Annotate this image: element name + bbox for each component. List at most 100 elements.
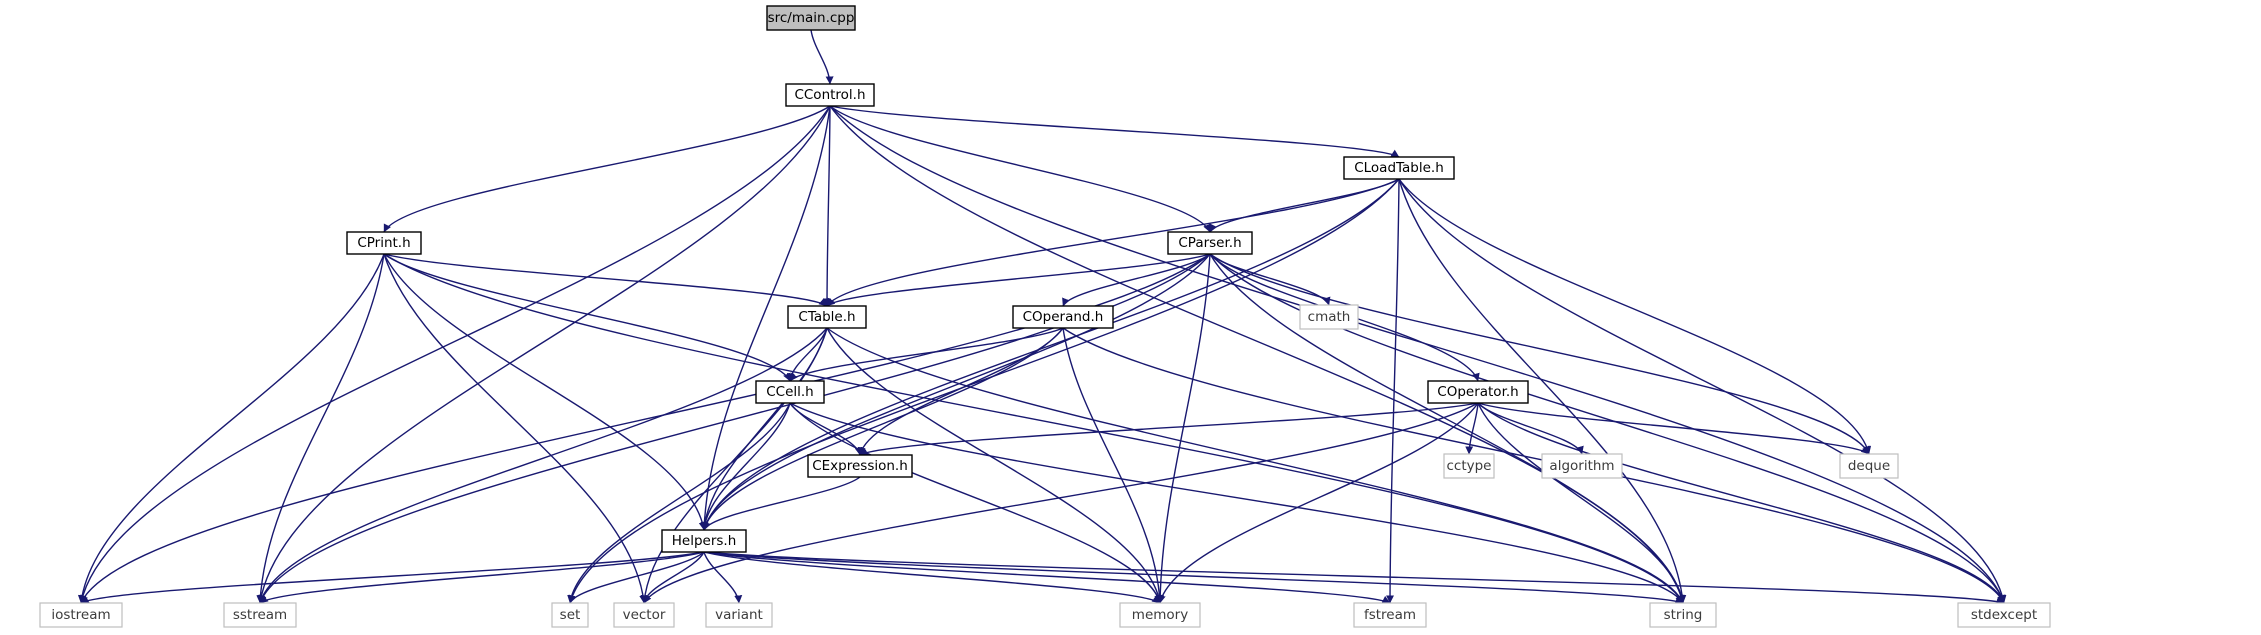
node-cmath: cmath — [1299, 304, 1359, 330]
node-coperand[interactable]: COperand.h — [1012, 305, 1114, 329]
node-main[interactable]: src/main.cpp — [766, 5, 856, 31]
edge-coperand-to-helpers — [702, 327, 1064, 531]
node-cexpression-label: CExpression.h — [812, 458, 908, 474]
node-stdexcept: stdexcept — [1957, 602, 2051, 628]
node-fstream-box — [1353, 602, 1427, 628]
node-cparser[interactable]: CParser.h — [1167, 231, 1253, 255]
node-set-label: set — [560, 607, 581, 623]
node-iostream: iostream — [39, 602, 123, 628]
node-sstream: sstream — [223, 602, 297, 628]
node-vector-box — [613, 602, 675, 628]
edge-cparser-to-helpers — [702, 253, 1211, 531]
node-coperator[interactable]: COperator.h — [1427, 380, 1529, 404]
edge-helpers-to-variant — [703, 551, 743, 604]
edge-ctable-to-sstream — [258, 327, 828, 604]
edge-main-to-ccontrol — [810, 29, 834, 85]
node-cexpression[interactable]: CExpression.h — [807, 454, 913, 478]
node-cparser-label: CParser.h — [1178, 235, 1241, 251]
node-vector: vector — [613, 602, 675, 628]
node-ccell[interactable]: CCell.h — [755, 380, 825, 404]
node-memory: memory — [1119, 602, 1201, 628]
node-string-box — [1649, 602, 1717, 628]
node-coperand-label: COperand.h — [1023, 309, 1104, 325]
node-ccell-label: CCell.h — [766, 384, 814, 400]
node-coperator-box — [1427, 380, 1529, 404]
edge-helpers-to-string — [703, 551, 1684, 605]
edge-ccontrol-to-cloadtable — [829, 105, 1400, 158]
node-cctype-label: cctype — [1446, 458, 1491, 474]
edge-cloadtable-to-helpers — [702, 178, 1400, 531]
node-cctype-box — [1443, 453, 1495, 479]
edge-cparser-to-deque — [1209, 253, 1870, 455]
node-iostream-label: iostream — [51, 607, 110, 623]
edge-helpers-to-memory — [703, 551, 1161, 604]
node-algorithm-box — [1541, 453, 1623, 479]
edge-coperator-to-cexpression — [859, 402, 1479, 456]
node-ccontrol[interactable]: CControl.h — [785, 83, 875, 107]
edges-layer — [77, 29, 2007, 605]
node-cloadtable[interactable]: CLoadTable.h — [1343, 156, 1455, 180]
node-vector-label: vector — [623, 607, 666, 623]
node-helpers-box — [661, 529, 747, 553]
node-coperator-label: COperator.h — [1437, 384, 1518, 400]
edge-cparser-to-coperand — [1062, 253, 1211, 307]
node-coperand-box — [1012, 305, 1114, 329]
node-algorithm-label: algorithm — [1549, 458, 1614, 474]
node-helpers[interactable]: Helpers.h — [661, 529, 747, 553]
node-fstream-label: fstream — [1364, 607, 1416, 623]
node-stdexcept-label: stdexcept — [1971, 607, 2037, 623]
edge-cprint-to-ctable — [383, 253, 828, 307]
node-cloadtable-label: CLoadTable.h — [1354, 160, 1444, 176]
node-ccontrol-box — [785, 83, 875, 107]
node-ctable[interactable]: CTable.h — [787, 305, 867, 329]
node-cexpression-box — [807, 454, 913, 478]
node-cmath-label: cmath — [1308, 309, 1351, 325]
edge-ccontrol-to-cprint — [383, 105, 831, 233]
edge-cprint-to-string — [383, 253, 1684, 604]
edge-ccell-to-helpers — [700, 402, 791, 531]
node-ctable-box — [787, 305, 867, 329]
node-helpers-label: Helpers.h — [672, 533, 737, 549]
node-memory-box — [1119, 602, 1201, 628]
node-cprint-label: CPrint.h — [357, 235, 410, 251]
node-variant: variant — [705, 602, 773, 628]
node-cctype: cctype — [1443, 453, 1495, 479]
edge-coperator-to-string — [1477, 402, 1686, 604]
node-cprint-box — [346, 231, 422, 255]
edge-helpers-to-vector — [641, 551, 705, 604]
edge-coperator-to-cctype — [1465, 402, 1479, 455]
edge-cparser-to-cmath — [1209, 253, 1331, 306]
edge-cexpression-to-helpers — [703, 476, 861, 531]
node-sstream-box — [223, 602, 297, 628]
edge-ccell-to-memory — [789, 402, 1162, 604]
node-variant-box — [705, 602, 773, 628]
edge-cloadtable-to-deque — [1398, 178, 1872, 455]
node-cparser-box — [1167, 231, 1253, 255]
node-cmath-box — [1299, 304, 1359, 330]
edge-ccontrol-to-cparser — [829, 105, 1211, 233]
node-stdexcept-box — [1957, 602, 2051, 628]
edge-cprint-to-ccell — [383, 253, 791, 382]
edge-cparser-to-stdexcept — [1209, 253, 2006, 604]
edge-helpers-to-stdexcept — [703, 551, 2005, 605]
node-ccell-box — [755, 380, 825, 404]
node-main-box — [766, 5, 856, 31]
edge-helpers-to-set — [568, 551, 705, 604]
node-cprint[interactable]: CPrint.h — [346, 231, 422, 255]
edge-ccontrol-to-ctable — [823, 105, 832, 307]
node-ctable-label: CTable.h — [798, 309, 855, 325]
edge-cloadtable-to-ctable — [826, 178, 1400, 307]
edge-ccell-to-set — [567, 402, 791, 604]
edge-cparser-to-ctable — [826, 253, 1211, 307]
edge-helpers-to-fstream — [703, 551, 1391, 604]
edge-coperand-to-memory — [1062, 327, 1164, 604]
edge-ccontrol-to-helpers — [700, 105, 831, 531]
node-deque-box — [1839, 453, 1899, 479]
node-sstream-label: sstream — [233, 607, 287, 623]
edge-coperator-to-memory — [1157, 402, 1479, 604]
edge-coperator-to-vector — [643, 402, 1479, 604]
edge-cprint-to-vector — [383, 253, 648, 604]
node-set: set — [551, 602, 589, 628]
node-deque-label: deque — [1848, 458, 1890, 474]
